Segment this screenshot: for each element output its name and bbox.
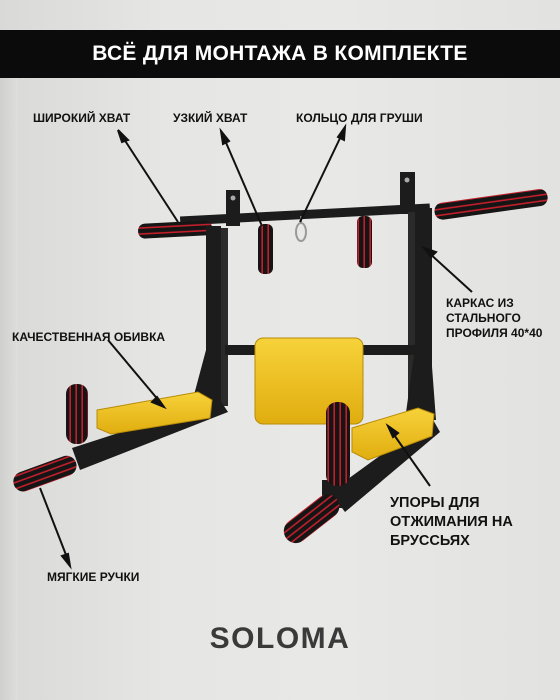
arrow-wide-grip <box>117 129 179 223</box>
arrow-frame <box>421 246 473 293</box>
banner-title: ВСЁ ДЛЯ МОНТАЖА В КОМПЛЕКТЕ <box>92 42 468 65</box>
frame-inner-right <box>408 212 415 402</box>
label-dips-line1: УПОРЫ ДЛЯ <box>390 495 480 511</box>
top-banner: ВСЁ ДЛЯ МОНТАЖА В КОМПЛЕКТЕ <box>0 30 560 78</box>
wide-grip-left <box>138 220 213 239</box>
arrow-narrow-grip <box>219 127 263 227</box>
wall-bracket-right <box>400 172 415 214</box>
dip-handle-right <box>326 402 350 486</box>
soft-handle-right <box>283 494 340 544</box>
brand-logo: SOLOMA <box>209 622 351 655</box>
label-frame-line1: КАРКАС ИЗ <box>446 296 514 310</box>
arrow-upholstery <box>107 339 167 410</box>
label-frame: КАРКАС ИЗ СТАЛЬНОГО ПРОФИЛЯ 40*40 <box>446 296 542 341</box>
brace-right <box>405 340 436 420</box>
top-bar <box>179 203 431 226</box>
soft-handle-left <box>13 455 77 492</box>
label-frame-line2: СТАЛЬНОГО <box>446 311 521 325</box>
wide-grip-right <box>434 189 548 220</box>
dip-handle-left <box>66 384 88 444</box>
label-narrow-grip: УЗКИЙ ХВАТ <box>173 111 248 125</box>
label-soft-handles: МЯГКИЕ РУЧКИ <box>47 570 140 584</box>
arrow-bag-ring <box>299 123 347 223</box>
arrow-dips <box>385 423 431 487</box>
label-dips-line3: БРУССЬЯХ <box>390 533 470 549</box>
frame-inner-left <box>221 228 228 406</box>
arrow-soft-handles <box>39 487 72 570</box>
label-dips: УПОРЫ ДЛЯ ОТЖИМАНИЯ НА БРУССЬЯХ <box>390 494 513 551</box>
label-wide-grip: ШИРОКИЙ ХВАТ <box>33 111 131 125</box>
narrow-grip-left <box>258 224 273 274</box>
armrest-pad-left <box>96 391 213 435</box>
label-dips-line2: ОТЖИМАНИЯ НА <box>390 514 513 530</box>
label-bag-ring: КОЛЬЦО ДЛЯ ГРУШИ <box>296 111 423 125</box>
wall-corner-shadow <box>0 78 18 700</box>
narrow-grip-right <box>357 216 372 268</box>
label-frame-line3: ПРОФИЛЯ 40*40 <box>446 326 543 340</box>
label-upholstery: КАЧЕСТВЕННАЯ ОБИВКА <box>12 330 166 344</box>
